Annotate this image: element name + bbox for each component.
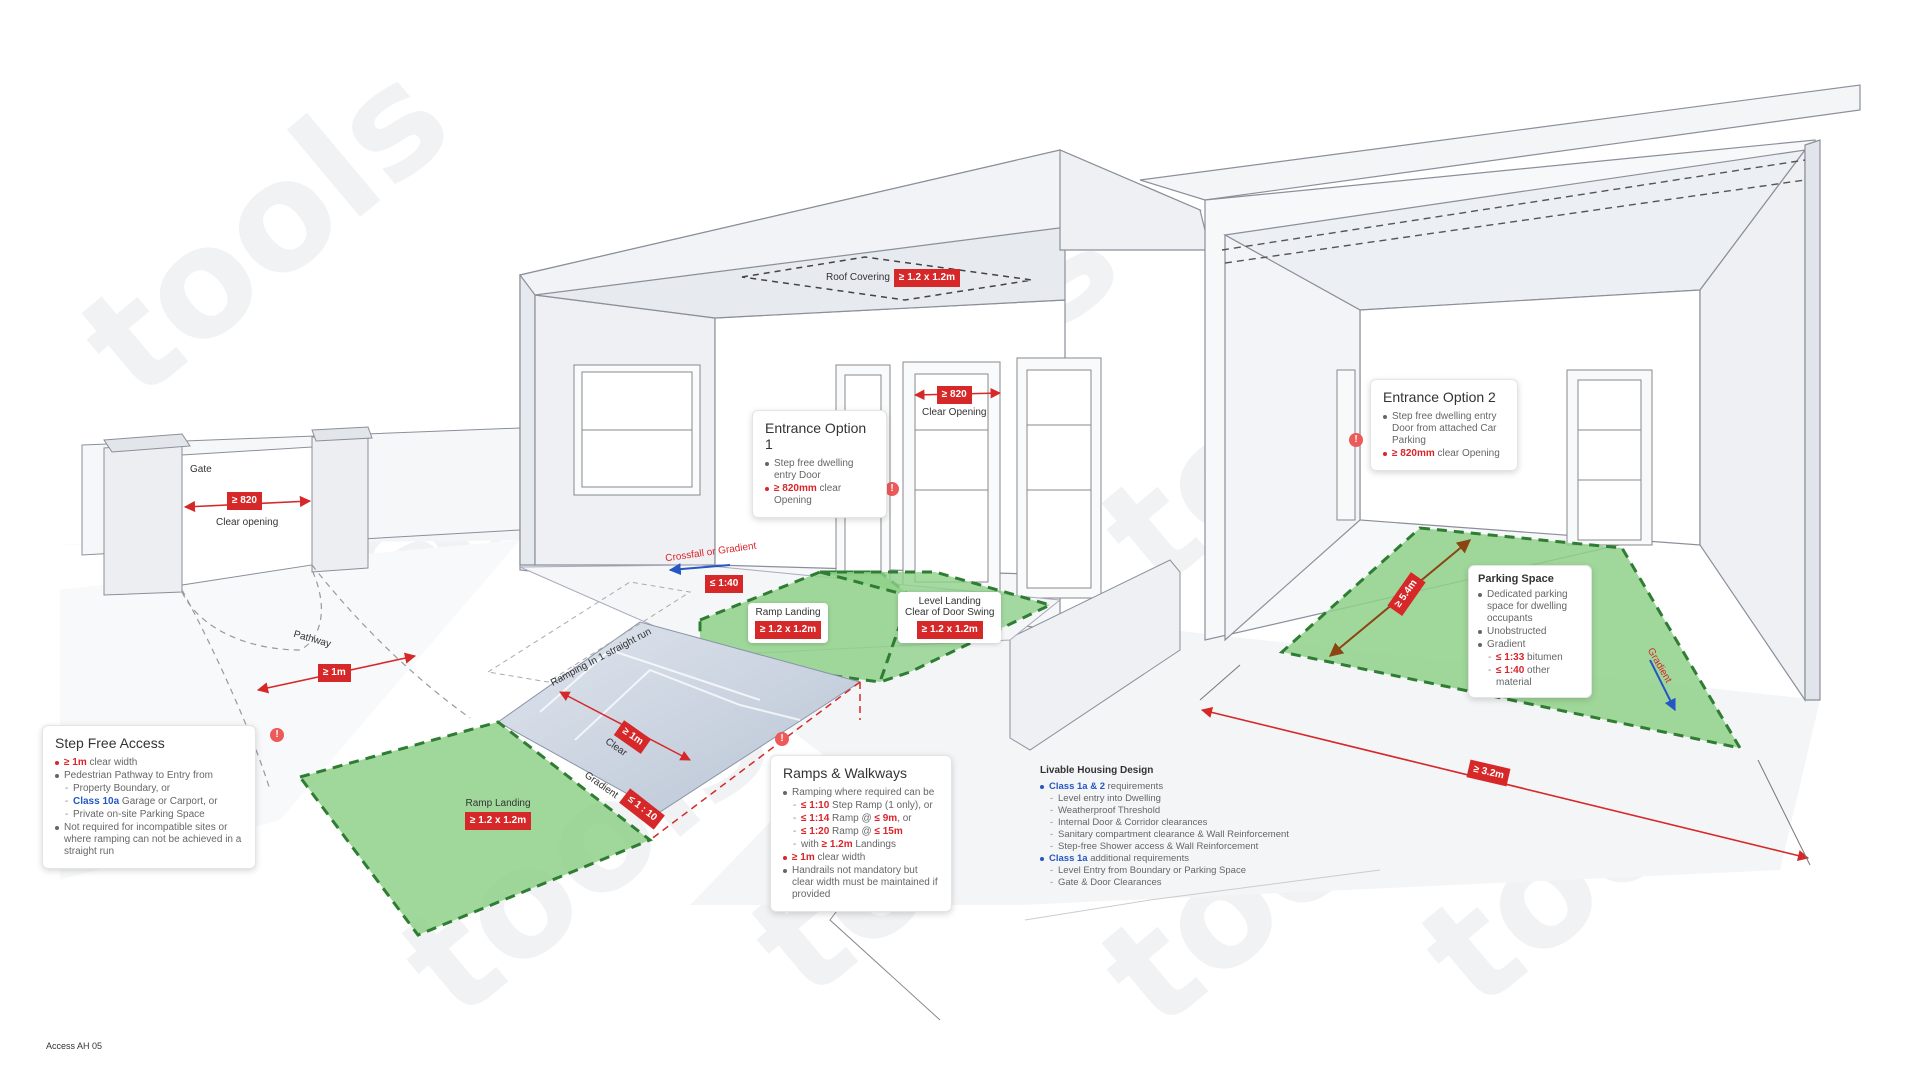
step-free-title: Step Free Access <box>55 735 165 751</box>
ext-line <box>1757 759 1811 866</box>
step-free-subitem: Property Boundary, or <box>55 783 243 795</box>
livable-subitem: Gate & Door Clearances <box>1040 877 1320 889</box>
step-free-item: Pedestrian Pathway to Entry from <box>55 770 243 782</box>
parking-item: Gradient <box>1478 639 1582 651</box>
ramps-walkways-title: Ramps & Walkways <box>783 765 907 781</box>
livable-subitem: Step-free Shower access & Wall Reinforce… <box>1040 841 1320 853</box>
roof-covering-outline <box>741 256 1033 301</box>
pathway-dim-badge: ≥ 1m <box>318 664 351 682</box>
gate-caption: Clear opening <box>216 517 279 528</box>
entrance-option-2-card: Entrance Option 2 Step free dwelling ent… <box>1370 379 1518 471</box>
ramps-subitem: with ≥ 1.2m Landings <box>783 839 939 851</box>
step-free-item: ≥ 1m clear width <box>55 757 243 769</box>
step-free-subitem: Class 10a Garage or Carport, or <box>55 796 243 808</box>
entrance-1-title: Entrance Option 1 <box>765 420 867 452</box>
ramps-subitem: ≤ 1:14 Ramp @ ≤ 9m, or <box>783 813 939 825</box>
garage-doors <box>1336 369 1653 546</box>
pathway-edges <box>181 564 471 791</box>
ramps-subitem: ≤ 1:20 Ramp @ ≤ 15m <box>783 826 939 838</box>
ext-line <box>1199 664 1241 701</box>
warning-icon: ! <box>270 728 284 742</box>
warning-icon: ! <box>1349 433 1363 447</box>
entrance-option-1-card: Entrance Option 1 Step free dwelling ent… <box>752 410 887 518</box>
warning-icon: ! <box>885 482 899 496</box>
ramps-item: Ramping where required can be <box>783 787 939 799</box>
parking-item: Unobstructed <box>1478 626 1582 638</box>
ramp-landing-top-label: Ramp Landing ≥ 1.2 x 1.2m <box>748 603 829 643</box>
parking-gradient-arrow <box>1649 659 1676 712</box>
porch-wall <box>1009 559 1181 751</box>
step-free-subitem: Private on-site Parking Space <box>55 809 243 821</box>
ramps-subitem: ≤ 1:10 Step Ramp (1 only), or <box>783 800 939 812</box>
door-clear-label: ≥ 820 Clear Opening <box>915 382 993 425</box>
livable-subitem: Sanitary compartment clearance & Wall Re… <box>1040 829 1320 841</box>
livable-subitem: Level entry into Dwelling <box>1040 793 1320 805</box>
warning-icon: ! <box>775 732 789 746</box>
crossfall-arrow <box>668 563 731 576</box>
ramps-item: ≥ 1m clear width <box>783 852 939 864</box>
ramp-run-guide <box>486 581 692 683</box>
livable-item: Class 1a & 2 requirements <box>1040 781 1320 793</box>
step-free-item: Not required for incompatible sites or w… <box>55 822 243 858</box>
svg-text:tools: tools <box>49 29 481 431</box>
boundary-wall <box>81 426 521 596</box>
gate-label: Gate <box>190 464 212 475</box>
level-landing-label: Level Landing Clear of Door Swing ≥ 1.2 … <box>898 592 1002 643</box>
entrance-1-item: ≥ 820mm clear Opening <box>765 483 874 507</box>
parking-title: Parking Space <box>1478 573 1554 585</box>
livable-item: Class 1a additional requirements <box>1040 853 1320 865</box>
entrance-2-item: ≥ 820mm clear Opening <box>1383 448 1505 460</box>
crossfall-badge: ≤ 1:40 <box>705 575 744 593</box>
entrance-2-title: Entrance Option 2 <box>1383 389 1496 405</box>
ramps-walkways-card: Ramps & Walkways Ramping where required … <box>770 755 952 912</box>
footer-code: Access AH 05 <box>46 1041 103 1051</box>
ramp-side-dash <box>649 681 861 841</box>
livable-subitem: Weatherproof Threshold <box>1040 805 1320 817</box>
livable-housing-section: Livable Housing Design Class 1a & 2 requ… <box>1040 765 1320 889</box>
livable-subitem: Level Entry from Boundary or Parking Spa… <box>1040 865 1320 877</box>
roof-covering-label: Roof Covering≥ 1.2 x 1.2m <box>822 267 964 289</box>
parking-space-card: Parking Space Dedicated parking space fo… <box>1468 565 1592 698</box>
parking-item: Dedicated parking space for dwelling occ… <box>1478 589 1582 625</box>
ramps-item: Handrails not mandatory but clear width … <box>783 865 939 901</box>
parking-subitem: ≤ 1:33 bitumen <box>1478 652 1582 664</box>
entrance-1-item: Step free dwelling entry Door <box>765 458 874 482</box>
ramp-landing-low-label: Ramp Landing ≥ 1.2 x 1.2m <box>458 794 538 834</box>
livable-subitem: Internal Door & Corridor clearances <box>1040 817 1320 829</box>
parking-subitem: ≤ 1:40 other material <box>1478 665 1582 689</box>
gate-dim-badge: ≥ 820 <box>227 492 262 510</box>
window <box>573 364 701 496</box>
livable-title: Livable Housing Design <box>1040 765 1154 776</box>
step-free-access-card: Step Free Access ≥ 1m clear width Pedest… <box>42 725 256 869</box>
entrance-2-item: Step free dwelling entry Door from attac… <box>1383 411 1505 447</box>
